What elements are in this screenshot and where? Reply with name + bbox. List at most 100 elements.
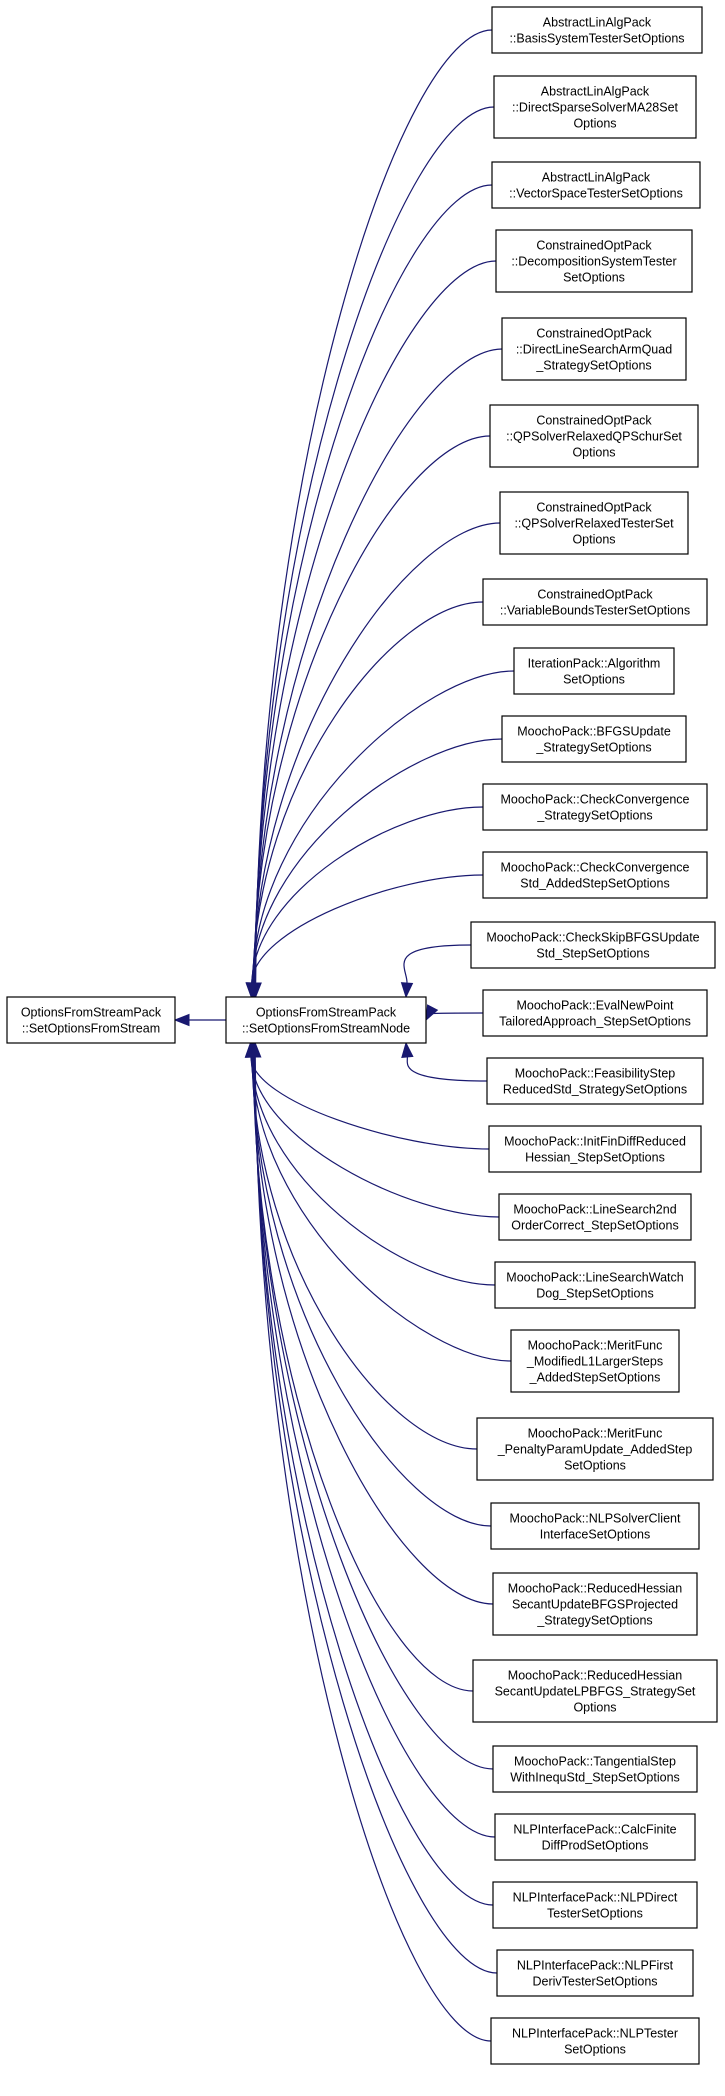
inheritance-edge xyxy=(253,435,491,984)
center-class-label-line: ::SetOptionsFromStreamNode xyxy=(242,1022,410,1036)
inheritance-edge xyxy=(252,601,484,984)
derived-class-box xyxy=(494,1261,696,1309)
derived-class-node[interactable]: MoochoPack::BFGSUpdate_StrategySetOption… xyxy=(501,715,687,763)
derived-class-node[interactable]: MoochoPack::ReducedHessianSecantUpdateBF… xyxy=(492,1572,698,1636)
derived-class-node[interactable]: ConstrainedOptPack::DirectLineSearchArmQ… xyxy=(501,317,687,381)
derived-class-node[interactable]: MoochoPack::ReducedHessianSecantUpdateLP… xyxy=(472,1659,718,1723)
derived-class-label-line: _StrategySetOptions xyxy=(535,359,651,373)
inheritance-edge xyxy=(251,874,484,984)
derived-class-box xyxy=(492,1572,698,1636)
inheritance-edge xyxy=(403,944,472,984)
derived-class-node[interactable]: MoochoPack::CheckSkipBFGSUpdateStd_StepS… xyxy=(470,921,716,969)
derived-class-label-line: ::DirectLineSearchArmQuad xyxy=(516,343,672,357)
derived-class-label-line: NLPInterfacePack::NLPDirect xyxy=(513,1891,678,1905)
derived-class-label-line: SetOptions xyxy=(563,271,625,285)
derived-class-node[interactable]: AbstractLinAlgPack::BasisSystemTesterSet… xyxy=(491,6,703,54)
derived-class-label-line: ReducedStd_StrategySetOptions xyxy=(503,1083,687,1097)
inheritance-edge xyxy=(253,1056,494,1770)
derived-class-node[interactable]: NLPInterfacePack::NLPFirstDerivTesterSet… xyxy=(496,1949,694,1997)
derived-class-label-line: MoochoPack::MeritFunc xyxy=(528,1339,663,1353)
derived-class-node[interactable]: MoochoPack::EvalNewPointTailoredApproach… xyxy=(482,989,708,1037)
derived-class-label-line: ::VariableBoundsTesterSetOptions xyxy=(500,604,690,618)
derived-class-node[interactable]: MoochoPack::FeasibilityStepReducedStd_St… xyxy=(486,1057,704,1105)
derived-class-node[interactable]: MoochoPack::CheckConvergenceStd_AddedSte… xyxy=(482,851,708,899)
derived-class-node[interactable]: ConstrainedOptPack::VariableBoundsTester… xyxy=(482,578,708,626)
derived-class-node[interactable]: NLPInterfacePack::NLPDirectTesterSetOpti… xyxy=(492,1881,698,1929)
center-class-node[interactable]: OptionsFromStreamPack::SetOptionsFromStr… xyxy=(225,996,427,1044)
derived-class-label-line: Options xyxy=(573,1701,616,1715)
derived-class-node[interactable]: MoochoPack::LineSearch2ndOrderCorrect_St… xyxy=(498,1193,692,1241)
derived-class-label-line: MoochoPack::CheckSkipBFGSUpdate xyxy=(486,931,699,945)
derived-class-box xyxy=(492,1881,698,1929)
derived-class-label-line: OrderCorrect_StepSetOptions xyxy=(511,1219,678,1233)
inheritance-edge xyxy=(253,260,497,984)
derived-class-node[interactable]: ConstrainedOptPack::QPSolverRelaxedTeste… xyxy=(499,491,689,555)
derived-class-label-line: _PenaltyParamUpdate_AddedStep xyxy=(497,1443,693,1457)
derived-class-label-line: MoochoPack::TangentialStep xyxy=(514,1755,676,1769)
derived-class-label-line: MoochoPack::BFGSUpdate xyxy=(517,725,671,739)
derived-class-node[interactable]: MoochoPack::MeritFunc_PenaltyParamUpdate… xyxy=(476,1417,714,1481)
inheritance-edge xyxy=(250,1056,500,1218)
derived-class-box xyxy=(513,647,675,695)
derived-class-label-line: MoochoPack::InitFinDiffReduced xyxy=(504,1135,686,1149)
inheritance-edge xyxy=(252,522,501,984)
derived-class-node[interactable]: ConstrainedOptPack::DecompositionSystemT… xyxy=(495,229,693,293)
derived-class-label-line: ConstrainedOptPack xyxy=(537,588,653,602)
derived-class-label-line: SetOptions xyxy=(564,2043,626,2057)
derived-class-label-line: MoochoPack::EvalNewPoint xyxy=(516,999,674,1013)
derived-class-label-line: ConstrainedOptPack xyxy=(536,239,652,253)
derived-class-label-line: Options xyxy=(572,446,615,460)
derived-class-label-line: MoochoPack::MeritFunc xyxy=(528,1427,663,1441)
derived-class-node[interactable]: AbstractLinAlgPack::VectorSpaceTesterSet… xyxy=(491,161,701,209)
derived-class-label-line: ::QPSolverRelaxedQPSchurSet xyxy=(506,430,682,444)
derived-class-label-line: _ModifiedL1LargerSteps xyxy=(526,1355,663,1369)
derived-class-label-line: AbstractLinAlgPack xyxy=(543,16,652,30)
derived-class-node[interactable]: MoochoPack::LineSearchWatchDog_StepSetOp… xyxy=(494,1261,696,1309)
derived-class-box xyxy=(496,1949,694,1997)
derived-class-label-line: SecantUpdateLPBFGS_StrategySet xyxy=(495,1685,696,1699)
derived-class-node[interactable]: MoochoPack::NLPSolverClientInterfaceSetO… xyxy=(490,1502,700,1550)
derived-class-label-line: MoochoPack::NLPSolverClient xyxy=(510,1512,681,1526)
inheritance-edge xyxy=(251,670,515,984)
derived-class-box xyxy=(482,783,708,831)
derived-class-box xyxy=(482,578,708,626)
derived-class-label-line: IterationPack::Algorithm xyxy=(528,657,661,671)
derived-class-label-line: TesterSetOptions xyxy=(547,1907,643,1921)
derived-class-label-line: MoochoPack::ReducedHessian xyxy=(508,1669,682,1683)
derived-class-node[interactable]: MoochoPack::TangentialStepWithInequStd_S… xyxy=(492,1745,698,1793)
derived-class-node[interactable]: MoochoPack::InitFinDiffReducedHessian_St… xyxy=(488,1125,702,1173)
derived-class-node[interactable]: MoochoPack::CheckConvergence_StrategySet… xyxy=(482,783,708,831)
center-class-box xyxy=(225,996,427,1044)
derived-class-label-line: MoochoPack::LineSearch2nd xyxy=(513,1203,676,1217)
derived-class-label-line: MoochoPack::FeasibilityStep xyxy=(515,1067,676,1081)
derived-class-label-line: Options xyxy=(573,117,616,131)
derived-class-node[interactable]: ConstrainedOptPack::QPSolverRelaxedQPSch… xyxy=(489,404,699,468)
derived-class-box xyxy=(499,491,689,555)
derived-class-box xyxy=(491,161,701,209)
derived-class-box xyxy=(489,404,699,468)
base-class-node[interactable]: OptionsFromStreamPack::SetOptionsFromStr… xyxy=(6,996,176,1044)
derived-class-label-line: TailoredApproach_StepSetOptions xyxy=(499,1015,691,1029)
derived-class-node[interactable]: NLPInterfacePack::CalcFiniteDiffProdSetO… xyxy=(494,1813,696,1861)
derived-class-label-line: MoochoPack::LineSearchWatch xyxy=(506,1271,683,1285)
derived-class-label-line: _StrategySetOptions xyxy=(536,1614,652,1628)
inheritance-edge xyxy=(254,1056,498,1974)
derived-class-label-line: SetOptions xyxy=(563,673,625,687)
derived-class-label-line: Hessian_StepSetOptions xyxy=(525,1151,665,1165)
derived-class-label-line: Std_AddedStepSetOptions xyxy=(520,877,669,891)
inheritance-edge xyxy=(254,184,493,984)
derived-class-node[interactable]: AbstractLinAlgPack::DirectSparseSolverMA… xyxy=(493,75,697,139)
derived-class-node[interactable]: MoochoPack::MeritFunc_ModifiedL1LargerSt… xyxy=(510,1329,680,1393)
derived-class-box xyxy=(510,1329,680,1393)
derived-class-label-line: ConstrainedOptPack xyxy=(536,501,652,515)
derived-class-box xyxy=(501,317,687,381)
derived-class-box xyxy=(472,1659,718,1723)
derived-class-label-line: ::DirectSparseSolverMA28Set xyxy=(512,101,679,115)
derived-class-box xyxy=(492,1745,698,1793)
base-class-box xyxy=(6,996,176,1044)
derived-class-label-line: ::DecompositionSystemTester xyxy=(511,255,676,269)
derived-class-label-line: Std_StepSetOptions xyxy=(536,947,649,961)
